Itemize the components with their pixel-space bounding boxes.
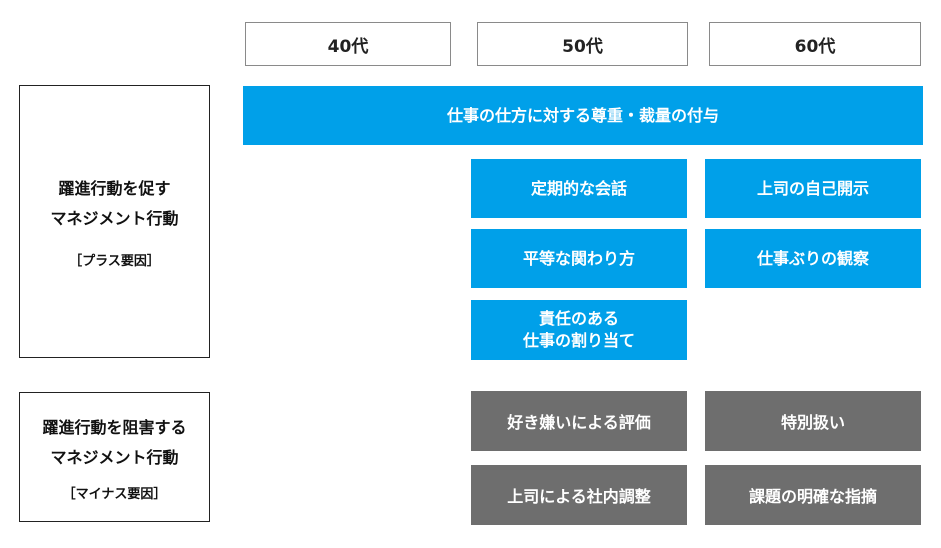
box-respect-discretion: 仕事の仕方に対する尊重・裁量の付与 [243, 86, 923, 145]
box-regular-conversation: 定期的な会話 [471, 159, 687, 218]
box-work-observation: 仕事ぶりの観察 [705, 229, 921, 288]
box-favoritism-evaluation: 好き嫌いによる評価 [471, 391, 687, 451]
minus-title-line1: 躍進行動を阻害する [42, 417, 187, 437]
plus-factor-label: 躍進行動を促す マネジメント行動 ［プラス要因］ [19, 85, 210, 358]
column-header-50s: 50代 [477, 22, 688, 66]
minus-title-line2: マネジメント行動 [50, 447, 179, 467]
responsible-assignment-line2: 仕事の割り当て [522, 331, 635, 350]
box-internal-coordination: 上司による社内調整 [471, 465, 687, 525]
box-equal-treatment: 平等な関わり方 [471, 229, 687, 288]
column-header-40s: 40代 [245, 22, 451, 66]
column-header-60s: 60代 [709, 22, 921, 66]
box-boss-self-disclosure: 上司の自己開示 [705, 159, 921, 218]
minus-factor-label: 躍進行動を阻害する マネジメント行動 ［マイナス要因］ [19, 392, 210, 522]
responsible-assignment-line1: 責任のある [538, 309, 619, 328]
box-clear-issue-pointing: 課題の明確な指摘 [705, 465, 921, 525]
plus-title-line2: マネジメント行動 [50, 209, 179, 228]
plus-tag: ［プラス要因］ [69, 254, 160, 269]
box-special-treatment: 特別扱い [705, 391, 921, 451]
box-responsible-assignment: 責任のある 仕事の割り当て [471, 300, 687, 360]
minus-tag: ［マイナス要因］ [62, 486, 167, 502]
plus-title-line1: 躍進行動を促す [58, 179, 171, 198]
